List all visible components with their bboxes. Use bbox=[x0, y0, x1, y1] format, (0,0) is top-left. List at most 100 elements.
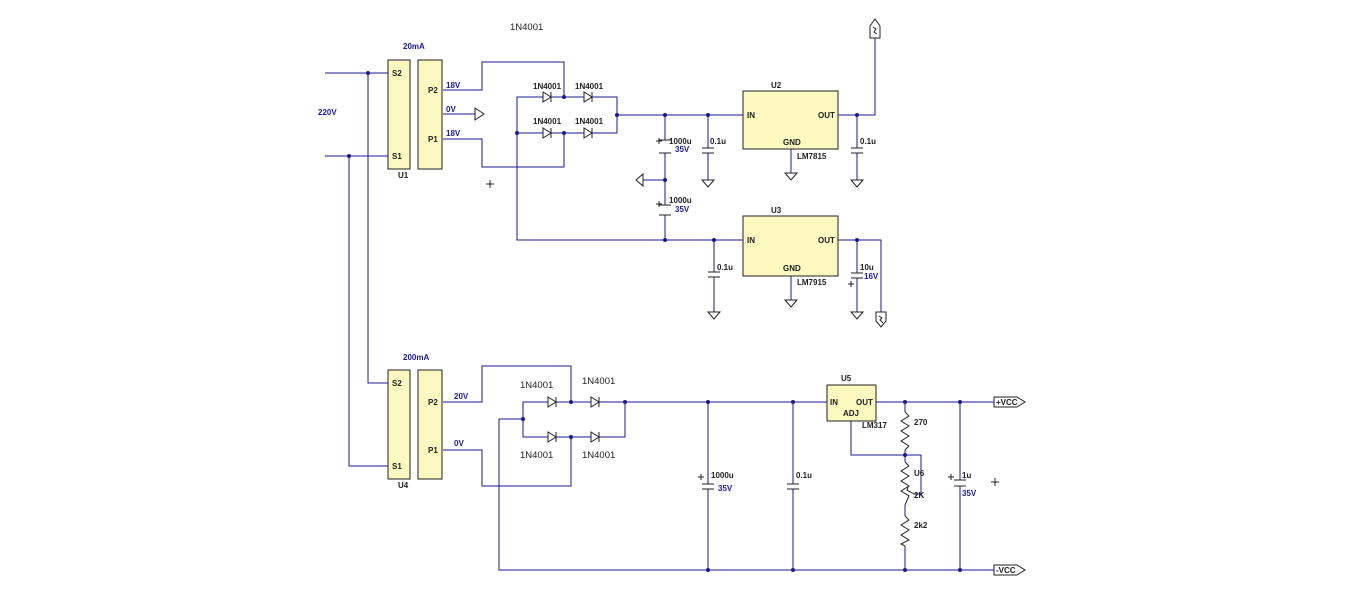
diode[interactable] bbox=[583, 127, 593, 139]
resistor-2k2[interactable]: 2k2 bbox=[899, 515, 928, 547]
pin-label: IN bbox=[747, 111, 755, 120]
junction-dot bbox=[791, 568, 795, 572]
pin-label: S1 bbox=[392, 152, 402, 161]
junction-dot bbox=[562, 131, 566, 135]
resistor-270[interactable]: 270 bbox=[900, 411, 928, 451]
pin-label: S2 bbox=[392, 69, 402, 78]
junction-dot bbox=[615, 113, 619, 117]
diode[interactable] bbox=[542, 91, 552, 103]
mains-voltage-label: 220V bbox=[318, 108, 337, 117]
port-label: +VCC bbox=[996, 398, 1018, 407]
capacitor-value: 10u bbox=[860, 263, 874, 272]
pin-label: P2 bbox=[428, 86, 438, 95]
secondary-voltage-label: 20V bbox=[454, 392, 469, 401]
capacitor-electrolytic[interactable]: 1000u 35V bbox=[698, 471, 734, 493]
ground-icon bbox=[783, 299, 799, 308]
pin-label: GND bbox=[783, 264, 801, 273]
diode-label: 1N4001 bbox=[533, 117, 562, 126]
bridge-rectifier-bottom[interactable]: 1N4001 1N4001 1N4001 1N4001 bbox=[520, 376, 615, 461]
junction-dot bbox=[663, 113, 667, 117]
resistor-value: 2k2 bbox=[914, 521, 928, 530]
pin-label: OUT bbox=[856, 398, 873, 407]
capacitor[interactable]: 0.1u bbox=[702, 137, 726, 154]
diode-label: 1N4001 bbox=[582, 450, 615, 461]
component-value: 200mA bbox=[403, 353, 429, 362]
wires-bottom bbox=[443, 365, 994, 571]
capacitor-voltage: 35V bbox=[718, 484, 733, 493]
capacitor-electrolytic[interactable]: 1000u 35V bbox=[656, 196, 692, 216]
junction-dot bbox=[663, 238, 667, 242]
transformer-u1[interactable]: S2 S1 P2 P1 U1 20mA bbox=[387, 42, 443, 180]
junction-dot bbox=[903, 400, 907, 404]
pin-label: P1 bbox=[428, 446, 438, 455]
diode[interactable] bbox=[583, 91, 593, 103]
capacitor[interactable]: 0.1u bbox=[708, 263, 733, 278]
diode[interactable] bbox=[590, 431, 600, 443]
resistors: 270 U6 2K 2k2 bbox=[899, 411, 928, 547]
junction-dot bbox=[706, 400, 710, 404]
junction-dot bbox=[903, 568, 907, 572]
potentiometer-u6[interactable]: U6 2K bbox=[900, 461, 925, 506]
secondary-voltage-label: 0V bbox=[454, 439, 464, 448]
ground-icon bbox=[706, 311, 722, 320]
regulator-u3[interactable]: U3 IN OUT GND LM7915 bbox=[742, 206, 839, 287]
junction-dot bbox=[958, 400, 962, 404]
pin-label: P2 bbox=[428, 398, 438, 407]
junction-dot bbox=[569, 435, 573, 439]
diode[interactable] bbox=[542, 127, 552, 139]
negative-rail-port-icon[interactable] bbox=[875, 311, 887, 328]
junction-dot bbox=[623, 400, 627, 404]
pin-label: OUT bbox=[818, 111, 835, 120]
component-ref: U4 bbox=[398, 481, 409, 490]
ground-icon bbox=[849, 311, 865, 320]
capacitor[interactable]: 0.1u bbox=[787, 471, 812, 490]
component-ref: U1 bbox=[398, 171, 409, 180]
pin-label: ADJ bbox=[843, 409, 859, 418]
bridge-rectifier-top[interactable]: 1N4001 1N4001 1N4001 1N4001 bbox=[533, 82, 604, 139]
capacitor-electrolytic[interactable]: 1000u 35V bbox=[656, 137, 692, 154]
capacitor[interactable]: 0.1u bbox=[851, 137, 876, 154]
capacitor-value: 0.1u bbox=[717, 263, 733, 272]
capacitor-value: 1000u bbox=[711, 471, 734, 480]
positive-rail-port-icon[interactable] bbox=[869, 18, 881, 39]
junction-dot bbox=[521, 417, 525, 421]
crosshair-icon bbox=[991, 478, 999, 486]
ground-icon bbox=[635, 172, 644, 188]
component-value: 20mA bbox=[403, 42, 425, 51]
vcc-positive-port[interactable]: +VCC bbox=[993, 396, 1026, 408]
junction-dot bbox=[903, 453, 907, 457]
secondary-voltage-label: 18V bbox=[446, 129, 461, 138]
junction-dot bbox=[515, 131, 519, 135]
diode[interactable] bbox=[547, 396, 557, 408]
pin-label: IN bbox=[830, 398, 838, 407]
junction-dot bbox=[366, 71, 370, 75]
vcc-negative-port[interactable]: -VCC bbox=[993, 564, 1026, 576]
diode[interactable] bbox=[590, 396, 600, 408]
junction-dot bbox=[712, 238, 716, 242]
capacitor-electrolytic[interactable]: 10u 16V bbox=[848, 263, 879, 287]
regulator-u5[interactable]: U5 IN OUT ADJ LM317 bbox=[826, 374, 887, 430]
capacitor-electrolytic[interactable]: 1u 35V bbox=[948, 471, 977, 498]
ground-icon bbox=[700, 179, 716, 188]
transformer-u4[interactable]: S2 S1 P2 P1 U4 200mA bbox=[387, 353, 443, 490]
pin-label: S2 bbox=[392, 379, 402, 388]
diode[interactable] bbox=[547, 431, 557, 443]
junction-dot bbox=[562, 95, 566, 99]
junction-dot bbox=[663, 178, 667, 182]
regulator-u2[interactable]: U2 IN OUT GND LM7815 bbox=[742, 81, 839, 161]
component-value: LM7915 bbox=[797, 278, 827, 287]
component-ref: U3 bbox=[771, 206, 782, 215]
ground-icon bbox=[474, 107, 485, 121]
ground-symbols bbox=[474, 107, 865, 320]
junction-dot bbox=[855, 113, 859, 117]
junction-dot bbox=[855, 238, 859, 242]
component-ref: U2 bbox=[771, 81, 782, 90]
junction-dots bbox=[347, 71, 962, 572]
capacitor-voltage: 16V bbox=[864, 272, 879, 281]
diode-label: 1N4001 bbox=[582, 376, 615, 387]
center-tap-label: 0V bbox=[446, 105, 456, 114]
component-ref: U6 bbox=[914, 469, 925, 478]
diode-label: 1N4001 bbox=[575, 117, 604, 126]
